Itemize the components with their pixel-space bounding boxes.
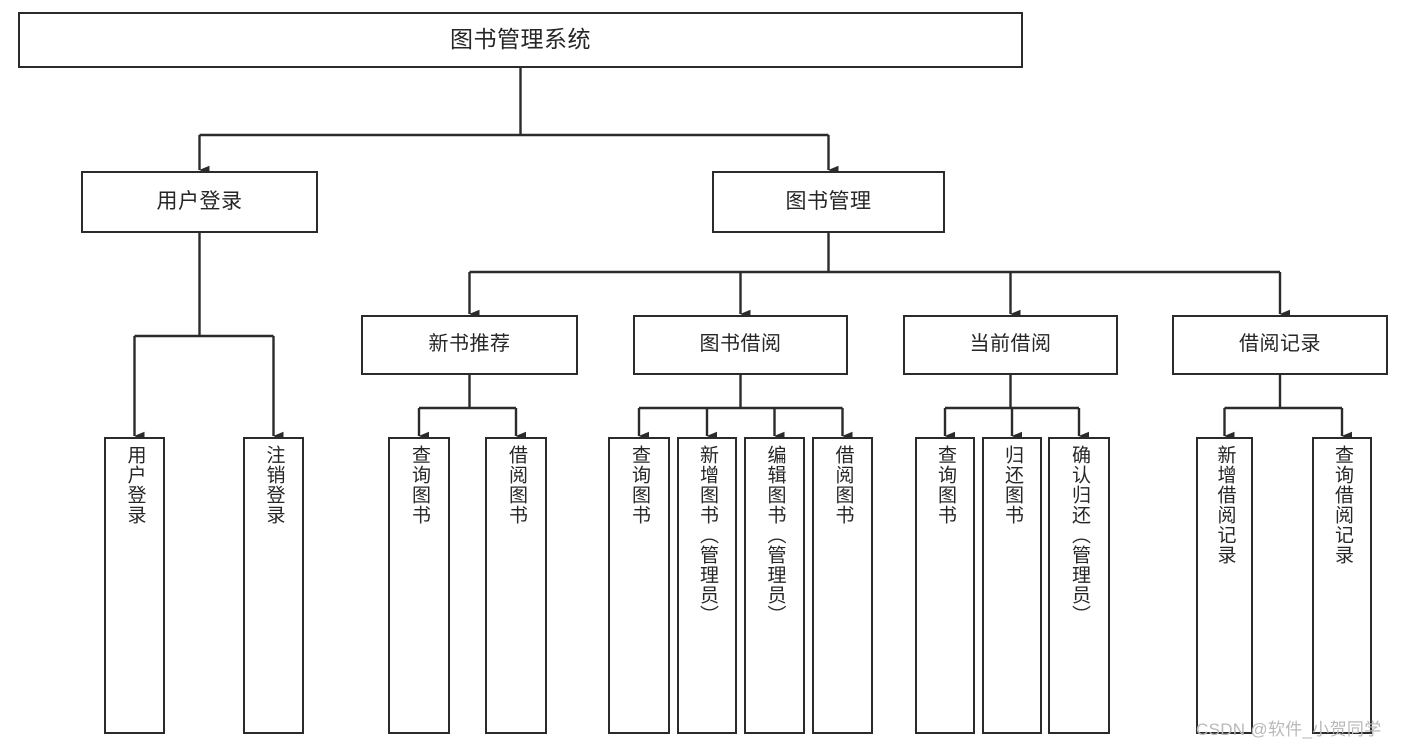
node-l-login[interactable]: 用户登录 xyxy=(104,437,165,734)
node-label: 确认归还（管理员） xyxy=(1068,445,1090,625)
node-label: 查询图书 xyxy=(934,445,956,525)
node-l-cu-confirm[interactable]: 确认归还（管理员） xyxy=(1048,437,1110,734)
node-records[interactable]: 借阅记录 xyxy=(1172,315,1388,375)
node-l-re-query[interactable]: 查询借阅记录 xyxy=(1312,437,1372,734)
node-newbook[interactable]: 新书推荐 xyxy=(361,315,578,375)
node-label: 新增借阅记录 xyxy=(1214,445,1236,565)
node-label: 查询借阅记录 xyxy=(1331,445,1353,565)
node-login[interactable]: 用户登录 xyxy=(81,171,318,233)
node-label: 归还图书 xyxy=(1001,445,1023,525)
node-label: 注销登录 xyxy=(263,445,285,525)
node-l-bo-query[interactable]: 查询图书 xyxy=(608,437,670,734)
node-label: 当前借阅 xyxy=(969,333,1052,356)
node-l-bo-add[interactable]: 新增图书（管理员） xyxy=(677,437,737,734)
node-label: 编辑图书（管理员） xyxy=(764,445,786,625)
node-label: 新书推荐 xyxy=(428,333,511,356)
node-label: 借阅图书 xyxy=(505,445,527,525)
node-root[interactable]: 图书管理系统 xyxy=(18,12,1023,68)
node-current[interactable]: 当前借阅 xyxy=(903,315,1118,375)
node-label: 图书管理 xyxy=(785,189,872,213)
connector-lines xyxy=(133,68,1353,441)
node-label: 查询图书 xyxy=(628,445,650,525)
node-l-cu-query[interactable]: 查询图书 xyxy=(915,437,975,734)
node-l-logout[interactable]: 注销登录 xyxy=(243,437,304,734)
node-label: 图书管理系统 xyxy=(450,26,591,53)
node-label: 图书借阅 xyxy=(699,333,782,356)
node-l-re-add[interactable]: 新增借阅记录 xyxy=(1196,437,1253,734)
node-label: 用户登录 xyxy=(156,189,243,213)
node-l-nb-query[interactable]: 查询图书 xyxy=(388,437,450,734)
node-l-bo-lend[interactable]: 借阅图书 xyxy=(812,437,873,734)
node-label: 查询图书 xyxy=(408,445,430,525)
node-label: 借阅图书 xyxy=(832,445,854,525)
node-label: 借阅记录 xyxy=(1239,333,1321,356)
node-l-nb-borrow[interactable]: 借阅图书 xyxy=(485,437,547,734)
node-label: 新增图书（管理员） xyxy=(696,445,718,625)
node-l-bo-edit[interactable]: 编辑图书（管理员） xyxy=(744,437,805,734)
node-borrow[interactable]: 图书借阅 xyxy=(633,315,848,375)
node-l-cu-return[interactable]: 归还图书 xyxy=(982,437,1042,734)
node-label: 用户登录 xyxy=(124,445,146,525)
node-bookmgmt[interactable]: 图书管理 xyxy=(712,171,945,233)
